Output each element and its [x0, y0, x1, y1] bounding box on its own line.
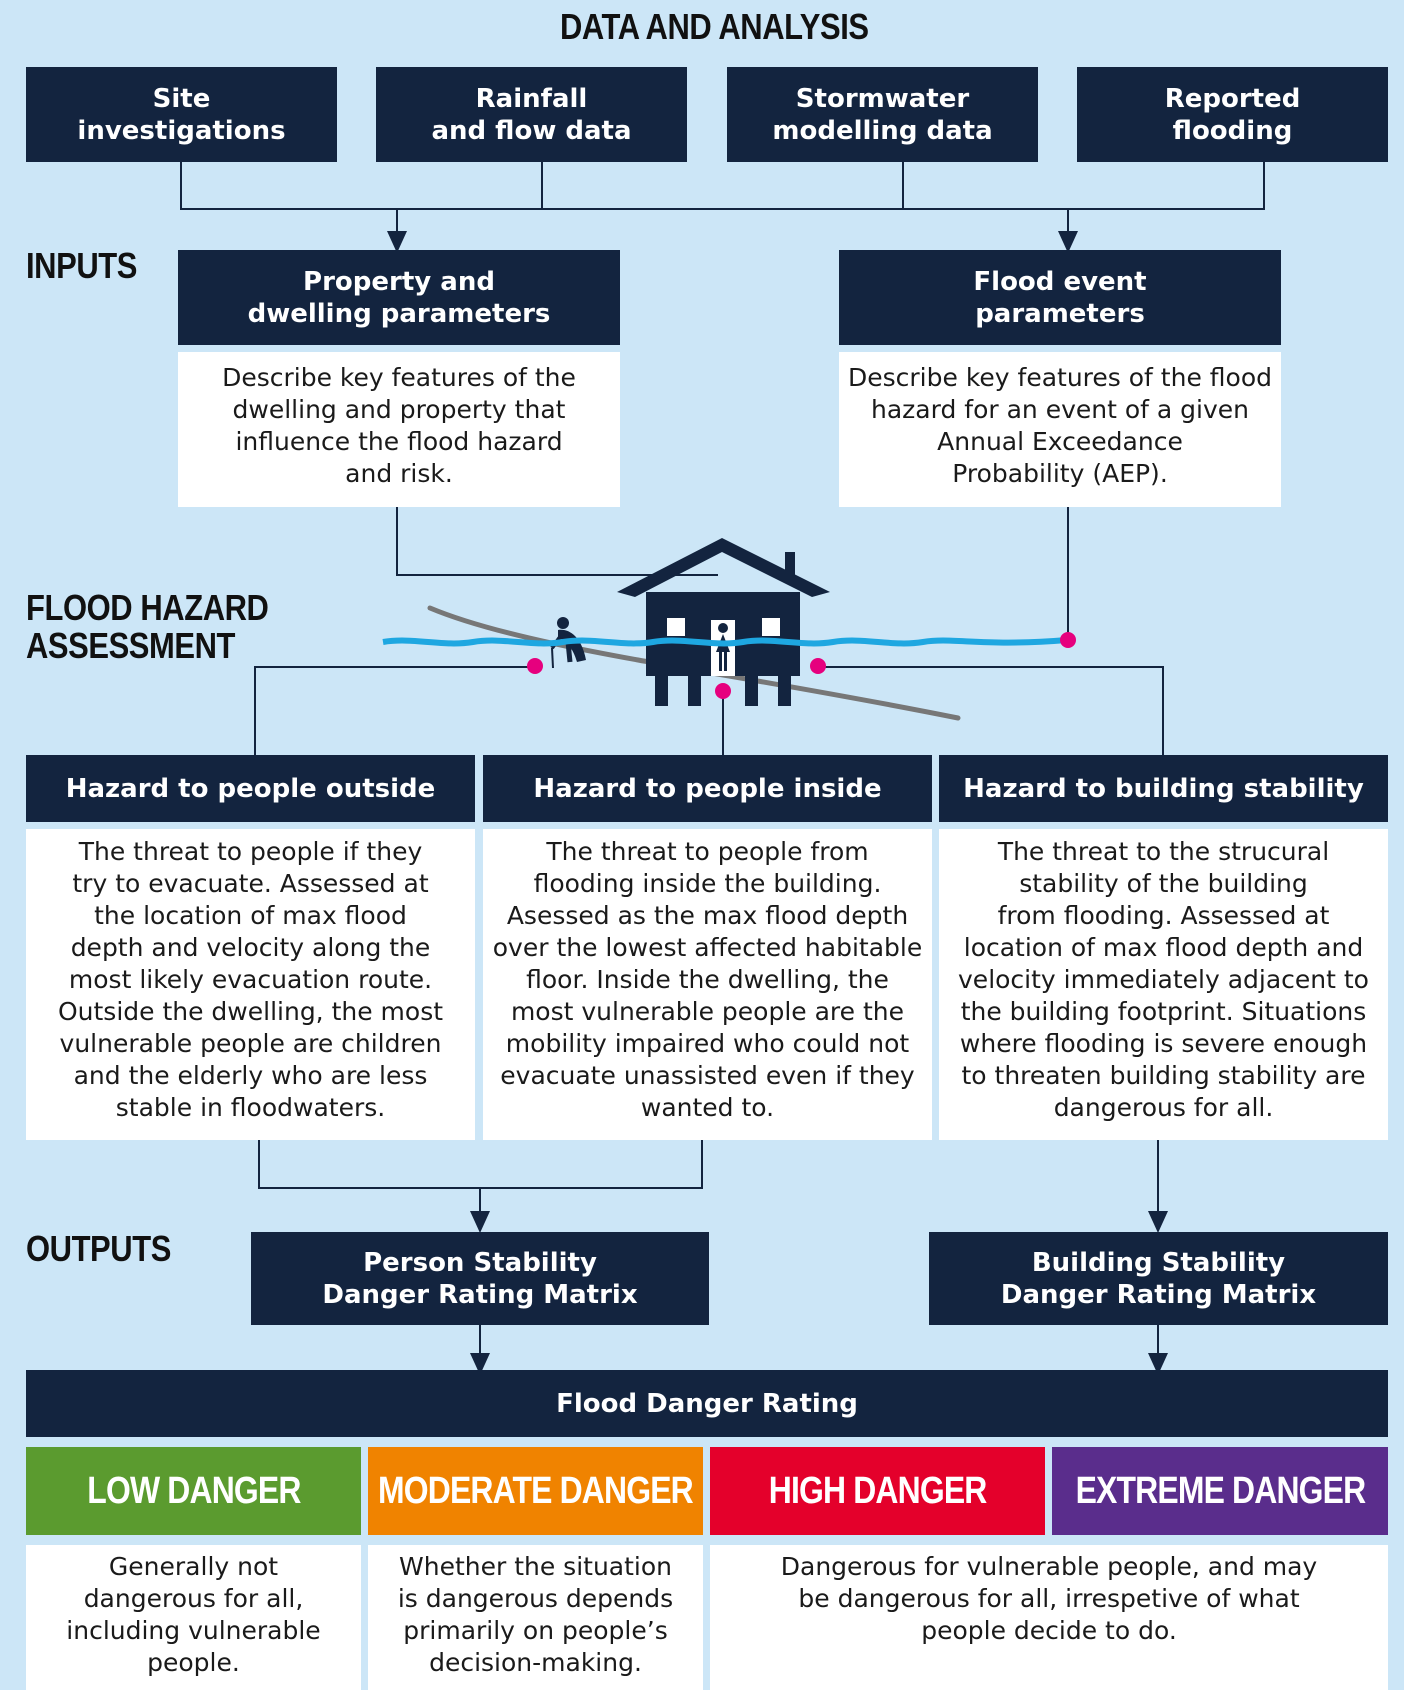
input-property-title: Property and dwelling parameters	[178, 250, 620, 345]
data-source-site-investigations: Site investigations	[26, 67, 337, 162]
section-outputs: OUTPUTS	[26, 1228, 171, 1269]
section-flood-hazard-assessment: FLOOD HAZARD ASSESSMENT	[26, 587, 269, 666]
input-flood-event-title: Flood event parameters	[839, 250, 1281, 345]
rating-high-danger: HIGH DANGER	[710, 1447, 1045, 1535]
rating-moderate-description: Whether the situation is dangerous depen…	[368, 1545, 703, 1690]
hazard-building-title: Hazard to building stability	[939, 755, 1388, 822]
output-building-stability-matrix: Building Stability Danger Rating Matrix	[929, 1232, 1388, 1325]
rating-low-description: Generally not dangerous for all, includi…	[26, 1545, 361, 1690]
data-source-reported-flooding: Reported flooding	[1077, 67, 1388, 162]
page-title: DATA AND ANALYSIS	[560, 6, 869, 47]
input-property-description: Describe key features of the dwelling an…	[178, 352, 620, 507]
rating-moderate-danger: MODERATE DANGER	[368, 1447, 703, 1535]
hazard-outside-description: The threat to people if they try to evac…	[26, 829, 475, 1140]
rating-low-danger: LOW DANGER	[26, 1447, 361, 1535]
hazard-inside-title: Hazard to people inside	[483, 755, 932, 822]
data-source-rainfall: Rainfall and flow data	[376, 67, 687, 162]
flood-danger-rating-title: Flood Danger Rating	[26, 1370, 1388, 1437]
hazard-inside-description: The threat to people from flooding insid…	[483, 829, 932, 1140]
rating-high-extreme-description: Dangerous for vulnerable people, and may…	[710, 1545, 1388, 1690]
rating-extreme-danger: EXTREME DANGER	[1052, 1447, 1388, 1535]
input-flood-event-description: Describe key features of the flood hazar…	[839, 352, 1281, 507]
flood-illustration	[382, 538, 1076, 721]
hazard-building-description: The threat to the strucural stability of…	[939, 829, 1388, 1140]
data-source-stormwater: Stormwater modelling data	[727, 67, 1038, 162]
output-person-stability-matrix: Person Stability Danger Rating Matrix	[251, 1232, 709, 1325]
section-inputs: INPUTS	[26, 245, 137, 286]
hazard-outside-title: Hazard to people outside	[26, 755, 475, 822]
